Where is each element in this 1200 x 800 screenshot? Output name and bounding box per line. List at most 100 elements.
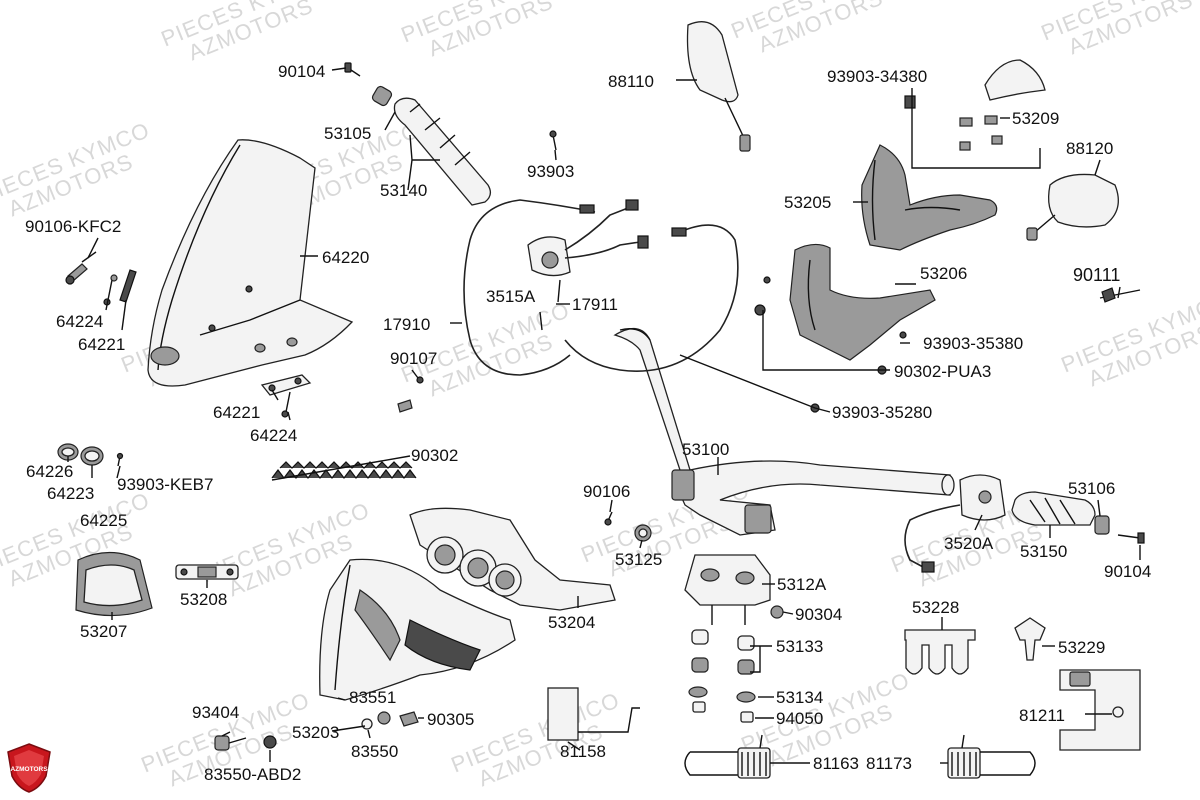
clip-64221a[interactable]: [119, 269, 137, 303]
bolt-90104b[interactable]: [1117, 532, 1145, 544]
label-64226: 64226: [26, 462, 73, 481]
label-53105: 53105: [324, 124, 371, 143]
part-labels: 90104 53105 53140 88110 93903 93903-3438…: [25, 62, 1151, 784]
screw-90111[interactable]: [1099, 287, 1141, 303]
label-93903-35380: 93903-35380: [923, 334, 1023, 353]
label-64221: 64221: [78, 335, 125, 354]
mirror-88110[interactable]: [686, 21, 751, 152]
screw-93903-keb7[interactable]: [116, 452, 124, 467]
label-53208: 53208: [180, 590, 227, 609]
label-53106: 53106: [1068, 479, 1115, 498]
bar-end-53106[interactable]: [1094, 515, 1110, 535]
reflector-64226[interactable]: [57, 443, 79, 461]
label-53150: 53150: [1020, 542, 1067, 561]
front-cover-53205[interactable]: [861, 144, 998, 251]
spring-81158[interactable]: [547, 687, 640, 741]
label-83551: 83551: [349, 688, 396, 707]
clip-53228[interactable]: [904, 629, 976, 675]
bolt-90107[interactable]: [397, 376, 424, 413]
washer-83550[interactable]: [361, 718, 373, 730]
label-17910: 17910: [383, 315, 430, 334]
bolt-90106-kfc2[interactable]: [65, 251, 97, 285]
mirror-88120[interactable]: [1026, 173, 1119, 241]
clip-53229[interactable]: [1014, 617, 1046, 661]
handlebar-53100[interactable]: [613, 328, 955, 536]
nut-94050[interactable]: [692, 701, 754, 723]
label-53228: 53228: [912, 598, 959, 617]
fitting-53209[interactable]: [959, 59, 1046, 151]
label-81158: 81158: [560, 742, 606, 761]
label-53134: 53134: [776, 688, 823, 707]
nut-90304[interactable]: [770, 605, 784, 619]
azmotors-logo: AZMOTORS: [7, 743, 51, 793]
bracket-53206[interactable]: [754, 243, 936, 375]
screw-93903[interactable]: [549, 130, 557, 151]
washer-53134[interactable]: [688, 686, 756, 703]
label-5312a: 5312A: [777, 575, 827, 594]
label-90106: 90106: [583, 482, 630, 501]
label-93903-34380: 93903-34380: [827, 67, 927, 86]
cover-53207[interactable]: [75, 551, 153, 617]
label-81211: 81211: [1019, 706, 1065, 725]
clip-strip-90302[interactable]: [271, 455, 417, 481]
label-53229: 53229: [1058, 638, 1105, 657]
grip-53140[interactable]: [393, 97, 492, 206]
bracket-81211[interactable]: [1059, 669, 1141, 751]
clip-90305[interactable]: [399, 711, 419, 727]
label-94050: 94050: [776, 709, 823, 728]
label-17911: 17911: [572, 295, 618, 314]
label-90304: 90304: [795, 605, 842, 624]
screw-93903-34380[interactable]: [904, 95, 916, 109]
label-90104: 90104: [1104, 562, 1151, 581]
label-88120: 88120: [1066, 139, 1113, 158]
leader-lines: [67, 67, 1141, 764]
spring-81163[interactable]: [684, 734, 771, 779]
collar-53105[interactable]: [371, 85, 393, 107]
holder-5312a[interactable]: [684, 554, 771, 625]
label-90302: 90302: [411, 446, 458, 465]
label-3515a: 3515A: [486, 287, 536, 306]
bolt-90104a[interactable]: [344, 62, 361, 77]
clamp-53208[interactable]: [175, 564, 239, 580]
label-88110: 88110: [608, 72, 654, 91]
label-53204: 53204: [548, 613, 595, 632]
label-64225: 64225: [80, 511, 127, 530]
label-64224: 64224: [250, 426, 297, 445]
front-cover-53203[interactable]: [319, 558, 516, 701]
switch-3520a[interactable]: [904, 474, 1006, 573]
label-3520a: 3520A: [944, 534, 994, 553]
nut-83550-abd2[interactable]: [263, 735, 277, 749]
bushing-53133[interactable]: [691, 629, 755, 675]
windshield-64220[interactable]: [147, 139, 354, 387]
label-53133: 53133: [776, 637, 823, 656]
label-90305: 90305: [427, 710, 474, 729]
cable-17910[interactable]: [463, 199, 596, 376]
screw-90106[interactable]: [604, 511, 613, 526]
label-90107: 90107: [390, 349, 437, 368]
nut-53125[interactable]: [634, 524, 652, 542]
label-93903: 93903: [527, 162, 574, 181]
bracket-64221b[interactable]: [260, 374, 312, 396]
label-83550-abd2: 83550-ABD2: [204, 765, 301, 784]
spring-81173[interactable]: [947, 734, 1036, 779]
grip-53150[interactable]: [1011, 491, 1096, 526]
label-83550: 83550: [351, 742, 398, 761]
label-93903-keb7: 93903-KEB7: [117, 475, 213, 494]
clip-83551[interactable]: [377, 711, 391, 725]
label-93404: 93404: [192, 703, 239, 722]
label-53100: 53100: [682, 440, 729, 459]
svg-text:AZMOTORS: AZMOTORS: [10, 766, 48, 773]
label-90302-pua3: 90302-PUA3: [894, 362, 991, 381]
label-53125: 53125: [615, 550, 662, 569]
screw-64224a[interactable]: [103, 274, 118, 306]
label-53203: 53203: [292, 723, 339, 742]
bolt-93404[interactable]: [214, 735, 247, 751]
cable-17911[interactable]: [539, 224, 739, 372]
label-53140: 53140: [380, 181, 427, 200]
label-64224: 64224: [56, 312, 103, 331]
cover-53204[interactable]: [409, 507, 616, 611]
reflector-64223[interactable]: [80, 446, 104, 466]
switch-3515a[interactable]: [527, 199, 649, 277]
label-93903-35280: 93903-35280: [832, 403, 932, 422]
